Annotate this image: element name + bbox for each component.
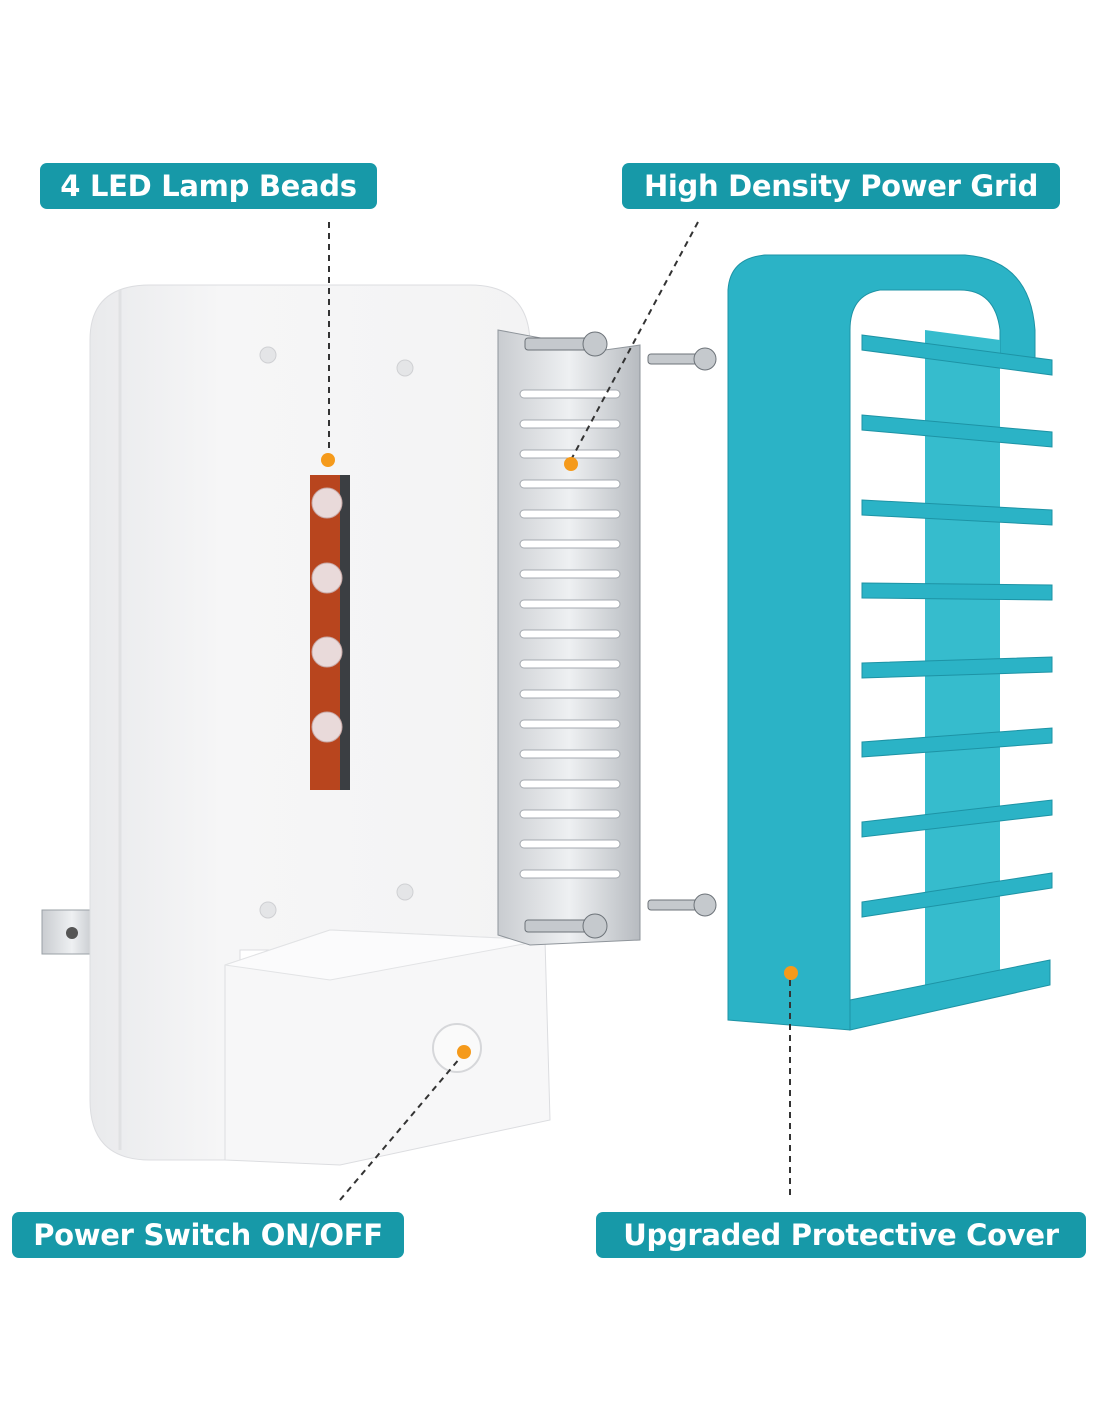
label-led-lamp-beads: 4 LED Lamp Beads bbox=[40, 163, 377, 209]
screws bbox=[524, 331, 717, 939]
power-switch-button bbox=[432, 1023, 482, 1073]
led-strip bbox=[310, 475, 350, 790]
leader-lines bbox=[328, 221, 791, 1201]
label-protective-cover: Upgraded Protective Cover bbox=[596, 1212, 1086, 1258]
marker-dots bbox=[321, 453, 798, 1059]
label-power-grid: High Density Power Grid bbox=[622, 163, 1060, 209]
protective-cover bbox=[727, 254, 1053, 1031]
power-grid bbox=[497, 329, 641, 946]
label-power-switch: Power Switch ON/OFF bbox=[12, 1212, 404, 1258]
